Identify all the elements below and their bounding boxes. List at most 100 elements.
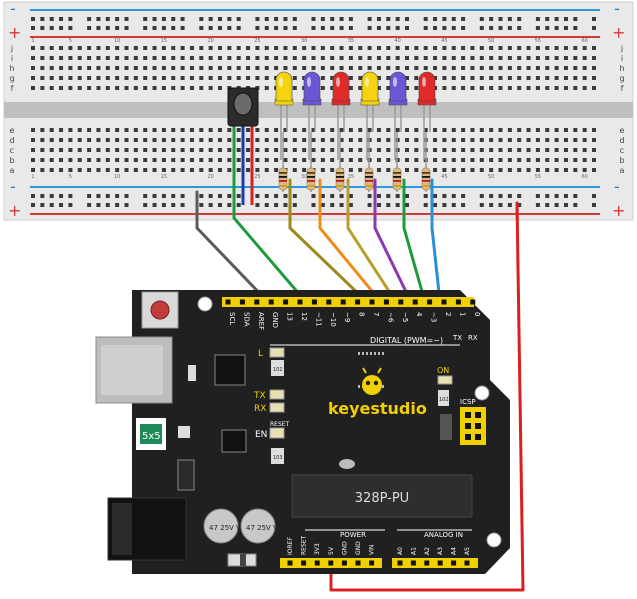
rail-plus-right-bottom: + <box>612 201 625 220</box>
terminal-hole <box>68 168 73 172</box>
rail-hole <box>199 203 204 207</box>
terminal-hole <box>526 66 531 70</box>
terminal-hole <box>161 76 166 80</box>
terminal-hole <box>115 86 120 90</box>
rail-hole <box>423 26 428 30</box>
rail-hole <box>105 17 110 21</box>
resistor-band <box>279 172 287 174</box>
terminal-hole <box>414 128 419 132</box>
terminal-hole <box>171 86 176 90</box>
terminal-hole <box>386 138 391 142</box>
terminal-hole <box>171 76 176 80</box>
diode-band <box>240 554 246 566</box>
terminal-hole <box>479 86 484 90</box>
led-l-label: L <box>258 349 263 359</box>
terminal-hole <box>171 148 176 152</box>
wire-ir-signal <box>232 158 308 304</box>
terminal-hole <box>320 168 325 172</box>
terminal-hole <box>302 128 307 132</box>
header-socket <box>412 299 418 305</box>
logo-antenna <box>362 367 367 374</box>
rail-hole <box>161 17 166 21</box>
terminal-hole <box>77 128 82 132</box>
terminal-hole <box>311 46 316 50</box>
terminal-hole <box>489 138 494 142</box>
rx-arrow-label: RX <box>468 334 478 342</box>
terminal-hole <box>274 46 279 50</box>
terminal-hole <box>470 76 475 80</box>
header-socket <box>326 299 332 305</box>
terminal-hole <box>479 138 484 142</box>
rail-hole <box>68 203 73 207</box>
rail-hole <box>563 203 568 207</box>
terminal-hole <box>573 56 578 60</box>
digital-pin-label: 7 <box>372 312 380 316</box>
terminal-hole <box>442 66 447 70</box>
rail-hole <box>264 194 269 198</box>
column-number: 10 <box>114 38 120 44</box>
terminal-hole <box>40 66 45 70</box>
terminal-hole <box>376 138 381 142</box>
rail-hole <box>517 26 522 30</box>
terminal-hole <box>264 148 269 152</box>
terminal-hole <box>573 76 578 80</box>
terminal-hole <box>96 66 101 70</box>
terminal-hole <box>320 66 325 70</box>
led-rx-label: RX <box>254 404 266 414</box>
terminal-hole <box>386 128 391 132</box>
terminal-hole <box>292 46 297 50</box>
rail-hole <box>545 26 550 30</box>
terminal-hole <box>292 76 297 80</box>
ir-receiver-lens <box>233 92 253 116</box>
terminal-hole <box>451 138 456 142</box>
rail-hole <box>161 194 166 198</box>
rail-hole <box>592 26 596 30</box>
row-letter: f <box>621 84 624 93</box>
row-letter: d <box>619 136 624 145</box>
terminal-hole <box>535 138 540 142</box>
terminal-hole <box>517 76 522 80</box>
terminal-hole <box>189 158 194 162</box>
terminal-hole <box>180 56 185 60</box>
terminal-hole <box>442 158 447 162</box>
rail-hole <box>143 17 148 21</box>
chip-pin <box>378 352 380 355</box>
terminal-hole <box>573 168 578 172</box>
terminal-hole <box>133 128 138 132</box>
terminal-hole <box>535 168 540 172</box>
terminal-hole <box>405 158 409 162</box>
rail-hole <box>255 26 260 30</box>
resistor-band <box>422 180 430 182</box>
terminal-hole <box>152 86 157 90</box>
terminal-hole <box>143 158 148 162</box>
terminal-hole <box>171 128 176 132</box>
terminal-hole <box>479 128 484 132</box>
terminal-hole <box>152 76 157 80</box>
terminal-hole <box>68 158 73 162</box>
terminal-hole <box>461 168 466 172</box>
rail-minus-left-top: - <box>10 0 16 18</box>
terminal-hole <box>161 138 166 142</box>
terminal-hole <box>470 128 475 132</box>
analog-pin-label: A2 <box>424 547 431 555</box>
terminal-hole <box>545 128 550 132</box>
terminal-hole <box>199 138 204 142</box>
terminal-hole <box>49 46 54 50</box>
header-socket <box>355 299 361 305</box>
rail-hole <box>507 203 512 207</box>
led <box>275 71 293 102</box>
terminal-hole <box>507 56 512 60</box>
terminal-hole <box>105 148 110 152</box>
rail-hole <box>49 194 54 198</box>
terminal-hole <box>386 66 391 70</box>
rail-hole <box>479 26 484 30</box>
terminal-hole <box>592 76 596 80</box>
terminal-hole <box>49 56 54 60</box>
terminal-hole <box>302 66 307 70</box>
terminal-hole <box>545 86 550 90</box>
rail-hole <box>451 17 456 21</box>
rail-hole <box>563 194 568 198</box>
terminal-hole <box>264 138 269 142</box>
terminal-hole <box>246 46 251 50</box>
terminal-hole <box>274 168 279 172</box>
